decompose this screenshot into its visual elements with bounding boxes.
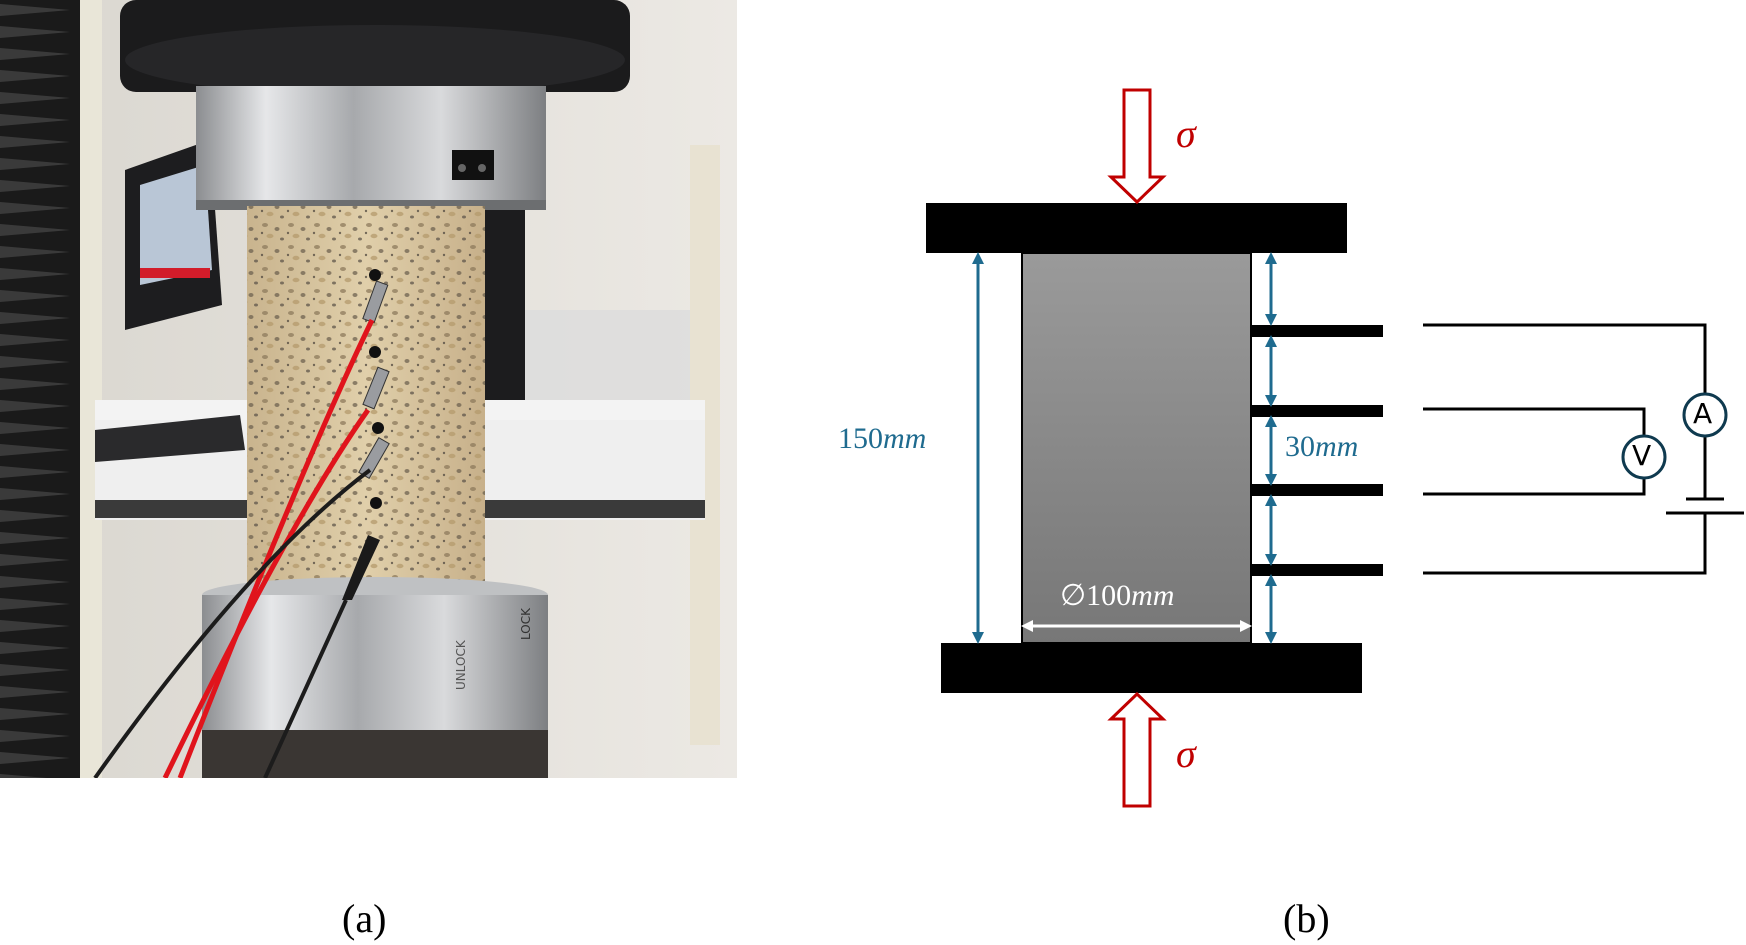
height-value: 150 bbox=[838, 422, 883, 455]
electrode-3 bbox=[1251, 484, 1383, 496]
height-unit: mm bbox=[883, 422, 927, 455]
ammeter-label: A bbox=[1693, 397, 1713, 430]
spacing-label: 30mm bbox=[1285, 430, 1358, 464]
bottom-load-arrow-icon bbox=[1107, 691, 1167, 808]
height-label: 150mm bbox=[838, 422, 926, 456]
diameter-symbol: ∅ bbox=[1060, 579, 1087, 612]
caption-b: (b) bbox=[1283, 896, 1330, 941]
bottom-loading-plate bbox=[941, 643, 1362, 693]
bottom-load-label: σ bbox=[1176, 731, 1196, 776]
voltmeter-label: V bbox=[1632, 439, 1652, 472]
top-loading-plate bbox=[926, 203, 1347, 253]
top-load-label: σ bbox=[1176, 111, 1196, 156]
spacing-unit: mm bbox=[1315, 430, 1359, 463]
battery-icon bbox=[1666, 497, 1744, 515]
photo-panel-a: LOCK UNLOCK bbox=[0, 0, 737, 778]
electrode-4 bbox=[1251, 564, 1383, 576]
electrode-2 bbox=[1251, 405, 1383, 417]
circuit-wires bbox=[1423, 323, 1707, 575]
lock-label: LOCK bbox=[519, 607, 533, 640]
diameter-label: ∅100mm bbox=[1060, 578, 1174, 613]
caption-a: (a) bbox=[342, 896, 387, 941]
unlock-label: UNLOCK bbox=[454, 639, 468, 690]
diameter-unit: mm bbox=[1131, 579, 1175, 612]
electrode-1 bbox=[1251, 325, 1383, 337]
spacing-value: 30 bbox=[1285, 430, 1315, 463]
diameter-value: 100 bbox=[1086, 579, 1132, 612]
top-load-arrow-icon bbox=[1107, 88, 1167, 205]
